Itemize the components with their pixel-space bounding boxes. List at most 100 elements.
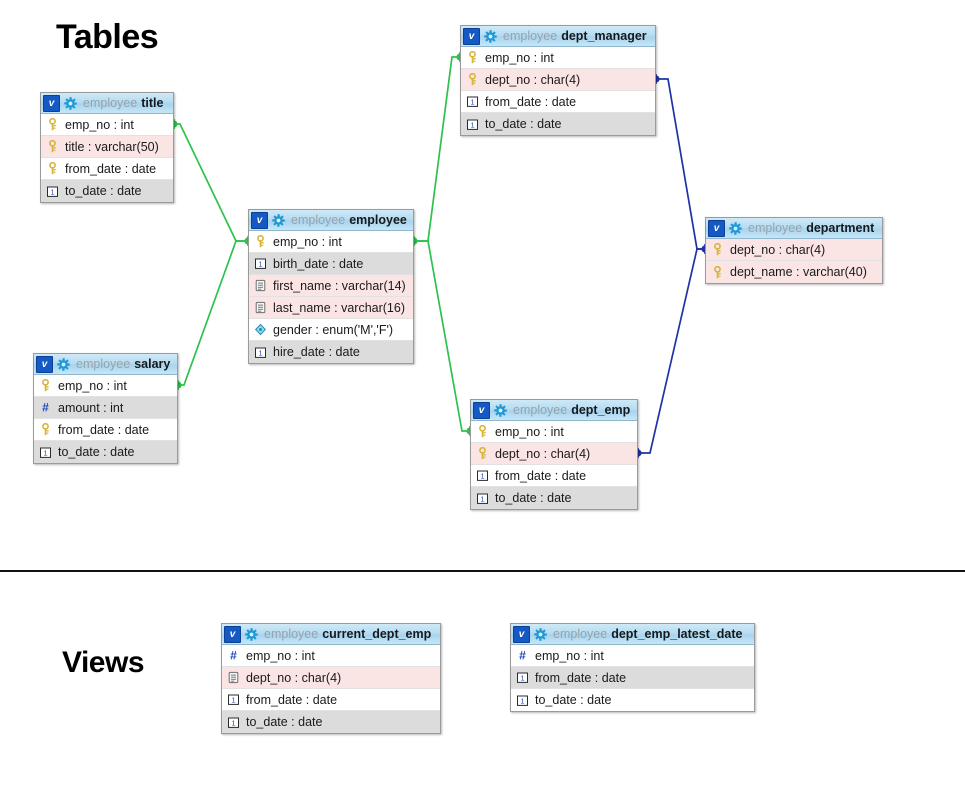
column-row[interactable]: from_date : date: [41, 158, 173, 180]
column-row[interactable]: dept_name : varchar(40): [706, 261, 882, 283]
date-icon: 1: [477, 470, 488, 481]
column-row[interactable]: emp_no : int: [34, 375, 177, 397]
schema-name: employee: [83, 96, 138, 110]
key-icon: [49, 118, 56, 131]
column-label: to_date : date: [485, 117, 562, 131]
date-icon: 1: [255, 347, 266, 358]
column-label: dept_name : varchar(40): [730, 265, 867, 279]
column-row[interactable]: title : varchar(50): [41, 136, 173, 158]
date-icon: 1: [40, 447, 51, 458]
column-row[interactable]: dept_no : char(4): [706, 239, 882, 261]
column-row[interactable]: 1 from_date : date: [471, 465, 637, 487]
section-divider: [0, 570, 965, 572]
column-label: from_date : date: [495, 468, 587, 483]
column-row[interactable]: #amount : int: [34, 397, 177, 419]
date-icon: 1: [255, 258, 266, 269]
date-icon: 1: [517, 672, 528, 683]
column-row[interactable]: emp_no : int: [471, 421, 637, 443]
column-row[interactable]: 1 birth_date : date: [249, 253, 413, 275]
column-row[interactable]: last_name : varchar(16): [249, 297, 413, 319]
table-name: salary: [134, 357, 171, 371]
svg-text:1: 1: [520, 696, 524, 705]
column-row[interactable]: emp_no : int: [41, 114, 173, 136]
view-badge-icon: v: [251, 211, 268, 229]
schema-name: employee: [76, 357, 131, 371]
section-title-tables: Tables: [56, 18, 159, 56]
column-row[interactable]: gender : enum('M','F'): [249, 319, 413, 341]
column-row[interactable]: first_name : varchar(14): [249, 275, 413, 297]
enum-icon: [255, 323, 266, 336]
svg-text:1: 1: [50, 187, 54, 196]
view-badge-icon: v: [513, 625, 530, 643]
column-label: emp_no : int: [65, 117, 134, 132]
view-badge-icon: v: [463, 27, 480, 45]
column-label: first_name : varchar(14): [273, 278, 406, 293]
gear-icon: [64, 96, 77, 110]
column-label: emp_no : int: [495, 424, 564, 439]
svg-text:1: 1: [258, 259, 262, 268]
key-icon: [49, 162, 56, 175]
gear-icon: [484, 29, 497, 43]
date-icon: 1: [467, 119, 478, 130]
column-label: last_name : varchar(16): [273, 300, 406, 315]
column-label: dept_no : char(4): [730, 242, 826, 257]
column-row[interactable]: dept_no : char(4): [471, 443, 637, 465]
gear-icon: [245, 627, 258, 641]
column-row[interactable]: from_date : date: [34, 419, 177, 441]
schema-name: employee: [503, 29, 558, 43]
column-label: from_date : date: [65, 161, 157, 176]
column-row[interactable]: #emp_no : int: [222, 645, 440, 667]
schema-name: employee: [513, 403, 568, 417]
column-label: birth_date : date: [273, 256, 364, 271]
gear-icon: [534, 627, 547, 641]
key-icon: [479, 447, 486, 460]
view-badge-icon: v: [708, 219, 725, 237]
key-icon: [42, 423, 49, 436]
column-label: to_date : date: [246, 715, 323, 729]
column-row[interactable]: #emp_no : int: [511, 645, 754, 667]
key-icon: [469, 51, 476, 64]
date-icon: 1: [467, 96, 478, 107]
column-row[interactable]: emp_no : int: [461, 47, 655, 69]
column-list-department: dept_no : char(4) dept_name : varchar(40): [706, 239, 882, 283]
column-row[interactable]: 1 to_date : date: [461, 113, 655, 135]
key-icon: [42, 379, 49, 392]
svg-text:#: #: [519, 649, 526, 662]
column-row[interactable]: emp_no : int: [249, 231, 413, 253]
section-title-views: Views: [62, 646, 145, 679]
column-row[interactable]: dept_no : char(4): [222, 667, 440, 689]
column-row[interactable]: dept_no : char(4): [461, 69, 655, 91]
relationship-line: [174, 123, 248, 242]
column-label: from_date : date: [58, 422, 150, 437]
column-label: emp_no : int: [273, 234, 342, 249]
relationship-line: [656, 78, 705, 250]
svg-text:1: 1: [470, 97, 474, 106]
